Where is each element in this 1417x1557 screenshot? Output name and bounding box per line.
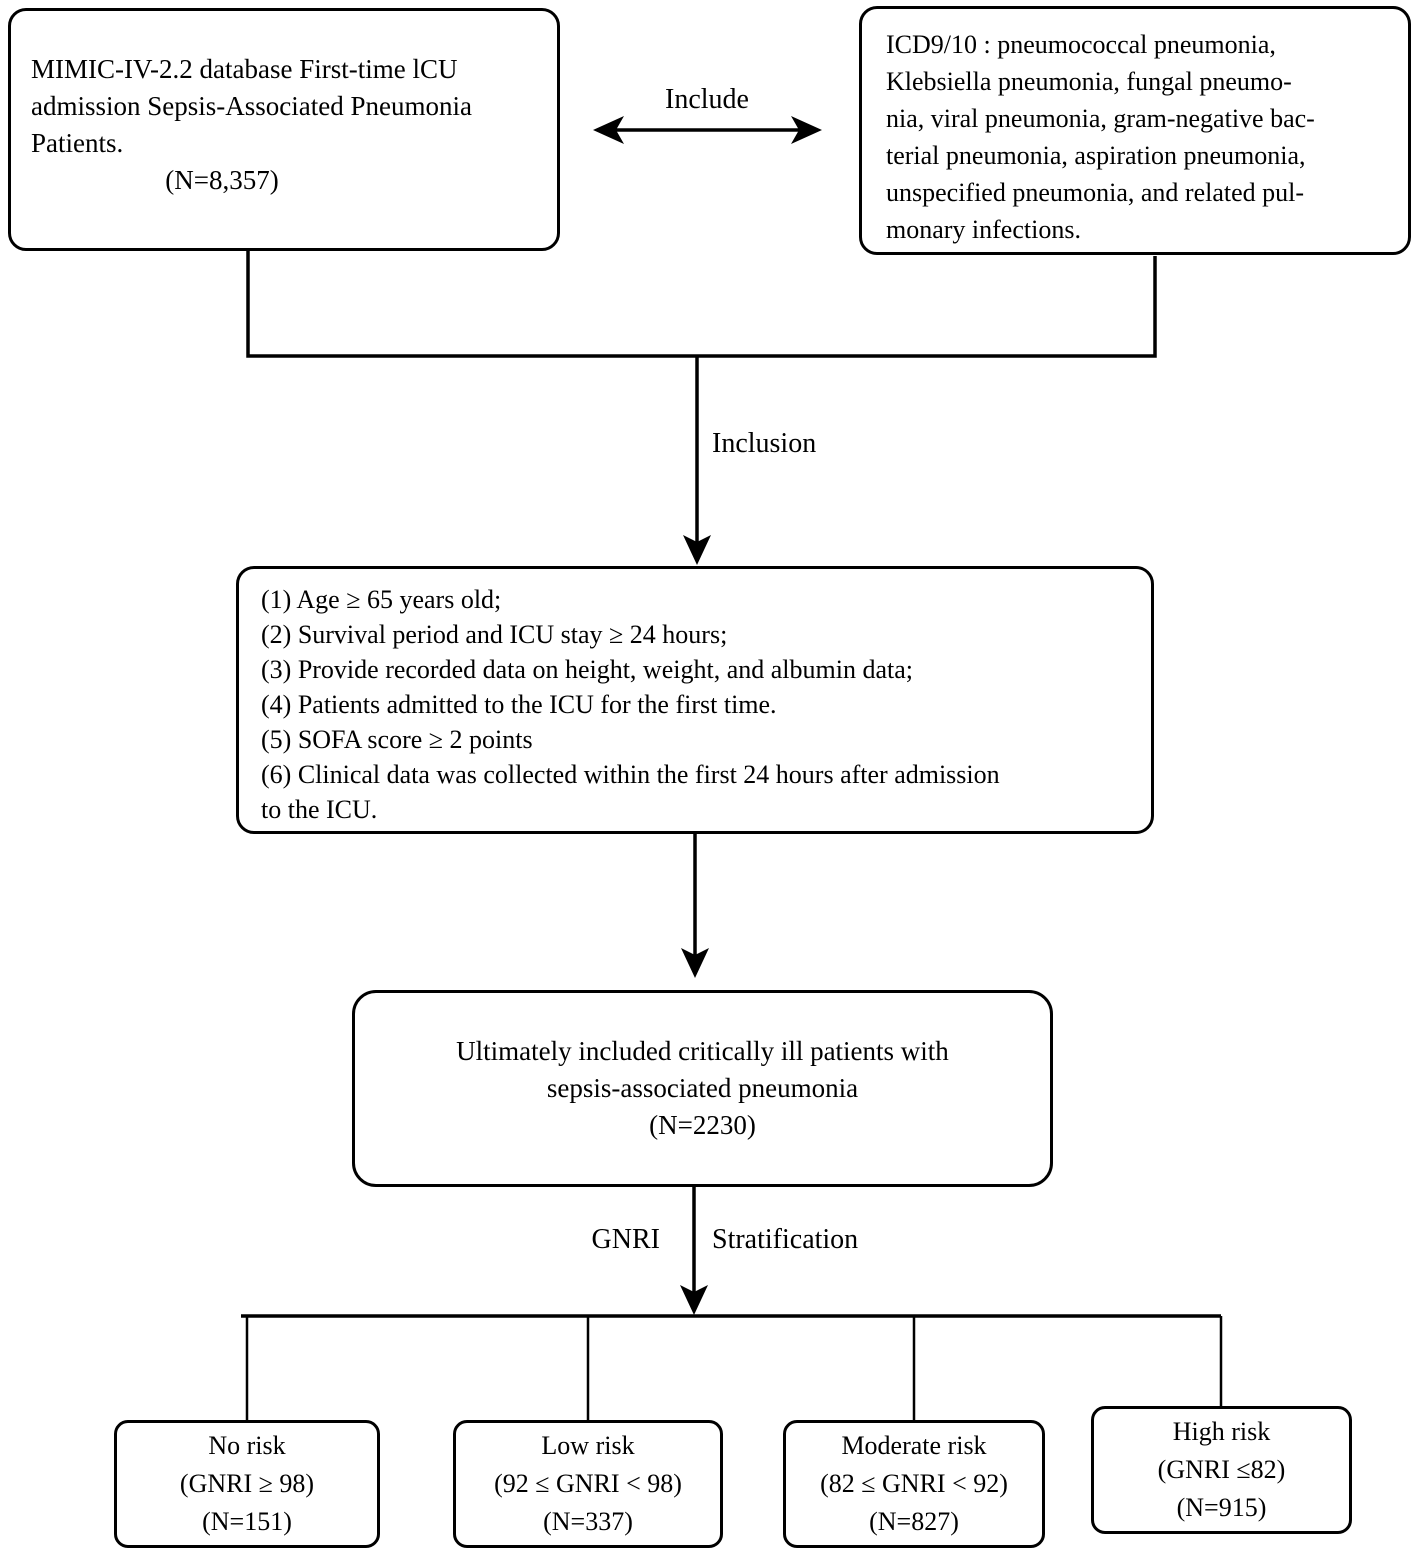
inclusion-arrow-icon — [683, 356, 711, 565]
final-line: sepsis-associated pneumonia — [546, 1073, 859, 1103]
stratum-risk: Low risk — [541, 1431, 635, 1460]
stratum-box-moderate-risk: Moderate risk (82 ≤ GNRI < 92) (N=827) — [783, 1420, 1045, 1548]
icd-line: nia, viral pneumonia, gram-negative bac- — [886, 104, 1315, 133]
box-database-source: MIMIC-IV-2.2 database First-time lCU adm… — [8, 8, 560, 251]
stratum-range: (92 ≤ GNRI < 98) — [494, 1469, 682, 1498]
box-icd-codes: ICD9/10 : pneumococcal pneumonia, Klebsi… — [859, 6, 1411, 255]
stratum-count: (N=915) — [1176, 1493, 1267, 1522]
criteria-to-final-arrow-icon — [681, 834, 709, 978]
stratum-box-no-risk: No risk (GNRI ≥ 98) (N=151) — [114, 1420, 380, 1548]
stratum-risk: High risk — [1172, 1417, 1271, 1446]
stratum-risk: Moderate risk — [841, 1431, 987, 1460]
box-inclusion-criteria: (1) Age ≥ 65 years old; (2) Survival per… — [236, 566, 1154, 834]
stratum-count: (N=827) — [869, 1507, 959, 1536]
icd-line: monary infections. — [886, 215, 1081, 244]
stratification-label: Stratification — [712, 1224, 859, 1255]
criteria-line: (3) Provide recorded data on height, wei… — [261, 655, 913, 684]
icd-line: Klebsiella pneumonia, fungal pneumo- — [886, 67, 1292, 96]
include-double-arrow-icon — [593, 116, 822, 144]
criteria-line: (2) Survival period and ICU stay ≥ 24 ho… — [261, 620, 728, 649]
icd-line: ICD9/10 : pneumococcal pneumonia, — [886, 30, 1276, 59]
database-count: (N=8,357) — [165, 165, 279, 195]
criteria-line: to the ICU. — [261, 795, 378, 824]
top-elbow-connector — [246, 251, 1157, 358]
icd-line: unspecified pneumonia, and related pul- — [886, 178, 1305, 207]
inclusion-label: Inclusion — [712, 428, 817, 459]
include-label: Include — [665, 84, 749, 115]
gnri-label: GNRI — [591, 1224, 660, 1255]
database-text: MIMIC-IV-2.2 database First-time lCU adm… — [31, 54, 472, 158]
criteria-line: (4) Patients admitted to the ICU for the… — [261, 690, 777, 719]
final-line: Ultimately included critically ill patie… — [456, 1036, 949, 1066]
criteria-line: (5) SOFA score ≥ 2 points — [261, 725, 533, 754]
stratum-box-low-risk: Low risk (92 ≤ GNRI < 98) (N=337) — [453, 1420, 723, 1548]
stratum-range: (GNRI ≤82) — [1157, 1455, 1286, 1484]
stratum-count: (N=337) — [543, 1507, 633, 1536]
stratum-range: (GNRI ≥ 98) — [179, 1469, 315, 1498]
box-final-cohort: Ultimately included critically ill patie… — [352, 990, 1053, 1187]
final-count: (N=2230) — [649, 1110, 756, 1140]
icd-line: terial pneumonia, aspiration pneumonia, — [886, 141, 1306, 170]
criteria-line: (6) Clinical data was collected within t… — [261, 760, 1000, 789]
stratum-count: (N=151) — [202, 1507, 292, 1536]
stratum-risk: No risk — [208, 1431, 286, 1460]
stratum-range: (82 ≤ GNRI < 92) — [820, 1469, 1008, 1498]
stratification-arrow-icon — [680, 1187, 708, 1315]
criteria-line: (1) Age ≥ 65 years old; — [261, 585, 502, 614]
stratum-box-high-risk: High risk (GNRI ≤82) (N=915) — [1091, 1406, 1352, 1534]
